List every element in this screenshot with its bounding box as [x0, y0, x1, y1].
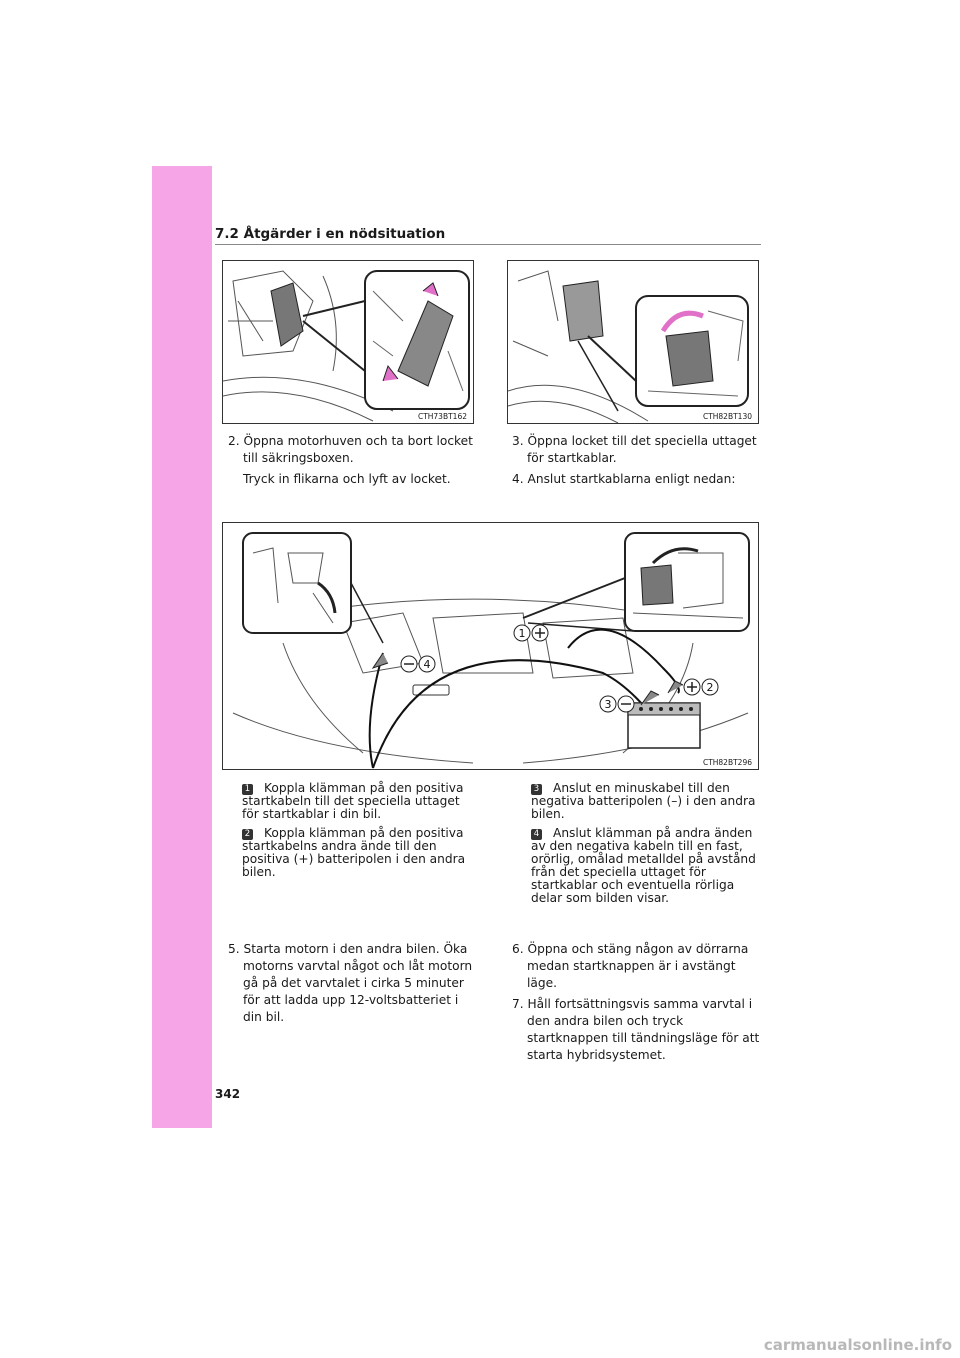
figure-jump-terminal-cover: CTH82BT130	[507, 260, 759, 424]
steps-bottom-right-column: 6. Öppna och stäng någon av dörrarna med…	[512, 941, 760, 1068]
step-sub-text: Tryck in flikarna och lyft av locket.	[243, 472, 451, 486]
steps-right-column: 3. Öppna locket till det speciella uttag…	[512, 433, 757, 492]
steps-bottom-left-column: 5. Starta motorn i den andra bilen. Öka …	[228, 941, 473, 1030]
figure-code: CTH73BT162	[417, 412, 467, 421]
step-item: 4. Anslut startkablarna enligt nedan:	[512, 472, 736, 486]
step-item: 2. Öppna motorhuven och ta bort locket t…	[228, 434, 473, 465]
steps-left-column: 2. Öppna motorhuven och ta bort locket t…	[228, 433, 473, 492]
step-item: 6. Öppna och stäng någon av dörrarna med…	[512, 942, 749, 990]
fuse-box-illustration	[223, 270, 470, 422]
step-item: 3. Öppna locket till det speciella uttag…	[512, 434, 757, 465]
step-badge: 1	[242, 784, 253, 795]
jump-terminal-illustration	[508, 270, 749, 423]
figure-code: CTH82BT296	[702, 758, 752, 767]
watermark: carmanualsonline.info	[763, 1336, 952, 1354]
step-badge: 4	[531, 829, 542, 840]
callout-label: 2	[707, 681, 714, 694]
step-badge: 3	[531, 784, 542, 795]
page-number: 342	[215, 1087, 241, 1101]
header-rule	[215, 244, 761, 245]
callout-label: 1	[519, 627, 526, 640]
step-item: 5. Starta motorn i den andra bilen. Öka …	[228, 942, 473, 1024]
figure-fuse-box-cover: CTH73BT162	[222, 260, 474, 424]
figure-jump-start-connection: 1 2 3 4 CTH82BT296	[222, 522, 759, 770]
figure-code: CTH82BT130	[702, 412, 752, 421]
jump-start-illustration: 1 2 3 4	[232, 532, 750, 769]
step-item: 7. Håll fortsättningsvis samma varvtal i…	[512, 997, 760, 1062]
callout-label: 3	[605, 698, 612, 711]
callout-label: 4	[424, 658, 431, 671]
chapter-sidebar-tab	[152, 166, 212, 1128]
step-badge: 2	[242, 829, 253, 840]
section-header: 7.2 Åtgärder i en nödsituation	[215, 226, 446, 242]
